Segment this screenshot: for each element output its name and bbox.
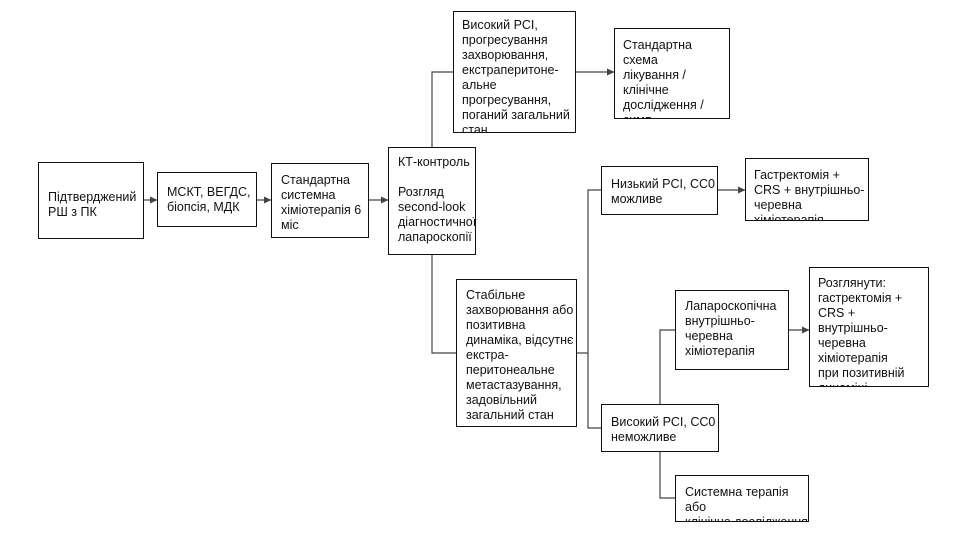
- node-diagnostics: МСКТ, ВЕГДС, біопсія, МДК: [157, 172, 257, 227]
- node-gastrectomy-crs: Гастректомія + CRS + внутрішньо- черевна…: [745, 158, 869, 221]
- connector-n4-n5: [431, 71, 453, 147]
- node-low-pci: Низький PCI, СС0 можливе: [601, 166, 718, 215]
- node-standard-chemotherapy: Стандартна системна хіміотерапія 6 міс: [271, 163, 369, 238]
- connector-n7-n10: [587, 353, 601, 429]
- node-confirmed-gc-pc: Підтверджений РШ з ПК: [38, 162, 144, 239]
- node-high-pci-cc0-impossible: Високий PCI, СС0 неможливе: [601, 404, 719, 452]
- connector-n4-n7: [431, 255, 456, 354]
- node-stable-disease: Стабільне захворювання або позитивна дин…: [456, 279, 577, 427]
- node-systemic-therapy: Системна терапія або клінічне дослідженн…: [675, 475, 809, 522]
- connector-n7-n8: [577, 189, 601, 354]
- node-consider-gastrectomy: Розглянути: гастректомія + CRS + внутріш…: [809, 267, 929, 387]
- connector-n10-n11: [659, 329, 675, 404]
- node-laparoscopic-hipec: Лапароскопічна внутрішньо- черевна хіміо…: [675, 290, 789, 370]
- node-standard-regimen: Стандартна схема лікування / клінічне до…: [614, 28, 730, 119]
- connector-n10-n13: [659, 452, 675, 499]
- node-high-pci-progression: Високий PCI, прогресування захворювання,…: [453, 11, 576, 133]
- node-ct-control: КТ-контроль Розгляд second-look діагност…: [388, 147, 476, 255]
